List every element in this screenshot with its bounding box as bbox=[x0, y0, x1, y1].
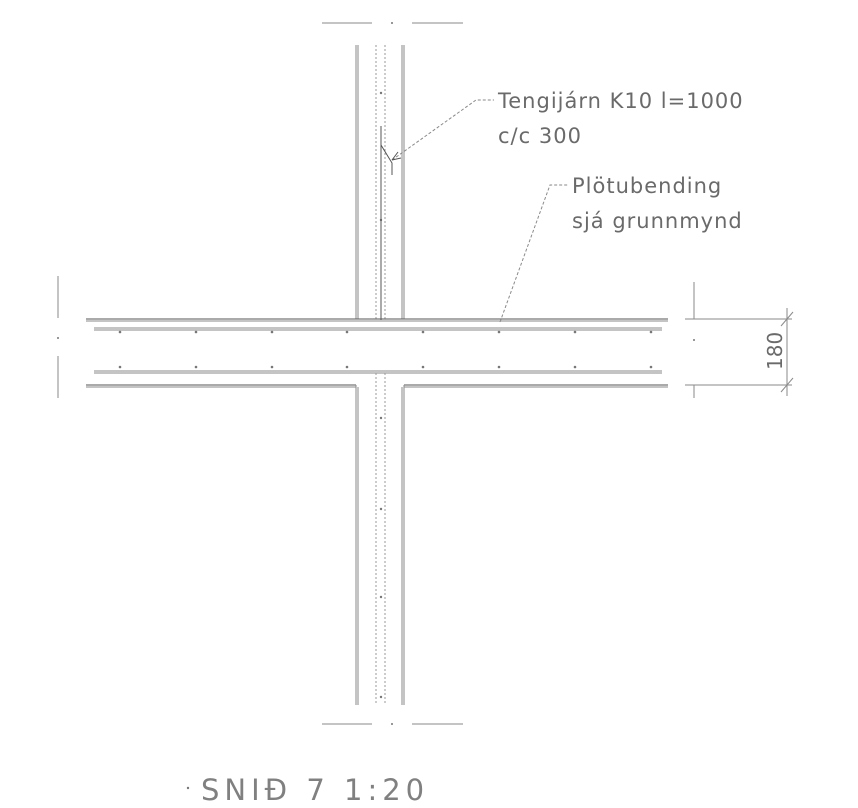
slab-rebar-label-line2: sjá grunnmynd bbox=[572, 209, 743, 233]
left-break-mark bbox=[57, 276, 59, 398]
section-title: SNIÐ 7 1:20 bbox=[201, 773, 429, 807]
upper-wall bbox=[355, 45, 405, 319]
tie-bar-hook bbox=[380, 126, 393, 320]
tie-bar-label-line1: Tengijárn K10 l=1000 bbox=[497, 89, 744, 113]
top-break-mark bbox=[322, 22, 463, 24]
floor-slab bbox=[86, 318, 668, 388]
tie-bar-arrow bbox=[391, 151, 402, 161]
tie-bar-leader bbox=[391, 99, 494, 161]
bottom-break-mark bbox=[322, 723, 463, 725]
slab-rebar-dots bbox=[118, 330, 653, 369]
slab-thickness-value: 180 bbox=[763, 332, 787, 370]
slab-rebar-label-line1: Plötubending bbox=[572, 174, 722, 198]
lower-wall bbox=[355, 373, 405, 705]
slab-rebar-leader bbox=[499, 184, 568, 323]
tie-bar-label-line2: c/c 300 bbox=[498, 124, 582, 148]
slab-thickness-dimension: 180 bbox=[685, 282, 794, 398]
